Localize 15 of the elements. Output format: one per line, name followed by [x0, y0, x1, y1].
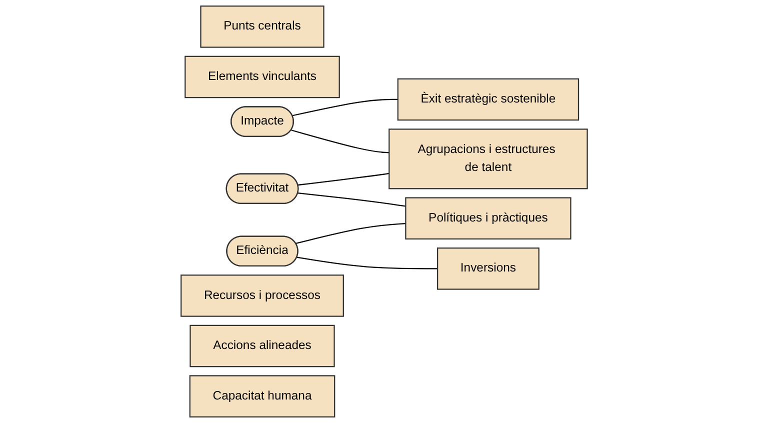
connector: [297, 256, 438, 270]
node-box: Capacitat humana: [190, 375, 336, 418]
connector: [291, 130, 390, 154]
node-box: Elements vinculants: [184, 56, 340, 98]
node-box: Inversions: [437, 248, 540, 290]
node-box: Agrupacions i estructures de talent: [388, 128, 588, 190]
node-box: Recursos i processos: [180, 274, 344, 317]
node-box: Polítiques i pràctiques: [405, 197, 572, 240]
node-box: Accions alineades: [190, 324, 336, 368]
connector: [296, 222, 406, 244]
node-box: Punts centrals: [200, 6, 325, 48]
node-box: Èxit estratègic sostenible: [398, 78, 580, 121]
connector: [292, 98, 398, 116]
connector: [298, 172, 390, 186]
connector: [298, 192, 406, 207]
